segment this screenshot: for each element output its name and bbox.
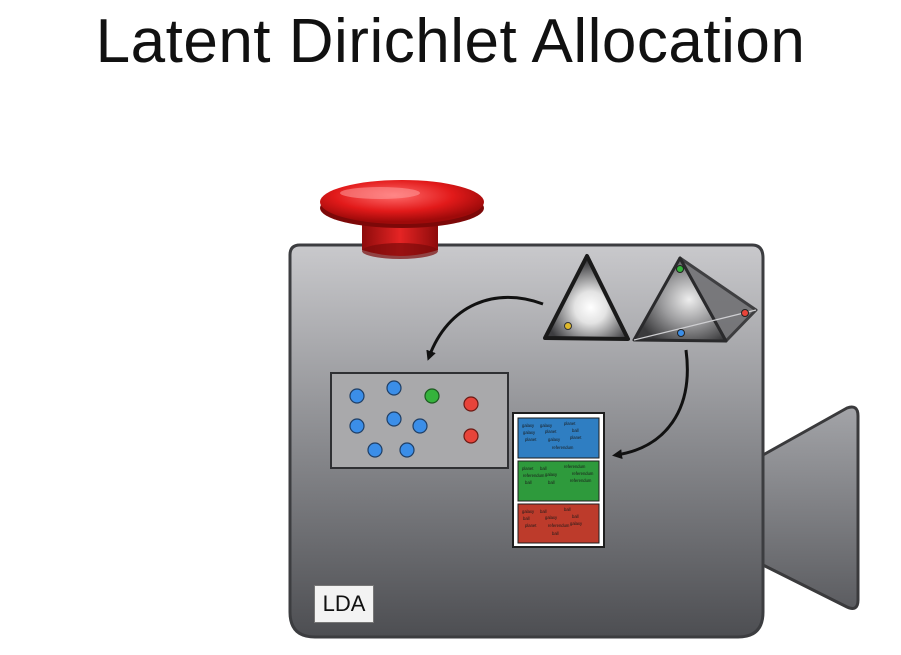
- topic-word: galaxy: [548, 437, 561, 442]
- topic-word: planet: [522, 466, 534, 471]
- word-dot-blue: [349, 418, 365, 434]
- word-dot-blue: [386, 411, 402, 427]
- slide-title: Latent Dirichlet Allocation: [95, 7, 806, 76]
- word-dot-blue: [349, 388, 365, 404]
- word-dot-green: [424, 388, 440, 404]
- lda-label-badge: LDA: [314, 585, 374, 623]
- blue-topic-box: [517, 417, 600, 459]
- topic-word: ball: [540, 466, 547, 471]
- topic-word: ball: [540, 509, 547, 514]
- topic-word: galaxy: [522, 423, 535, 428]
- topic-word: galaxy: [523, 430, 536, 435]
- topic-word: galaxy: [545, 472, 558, 477]
- topic-word: planet: [525, 437, 537, 442]
- word-dot-blue: [412, 418, 428, 434]
- topic-mixture-dot: [564, 322, 572, 330]
- arrow-icon: [612, 349, 689, 460]
- word-dot-blue: [386, 380, 402, 396]
- topic-word: ball: [572, 428, 579, 433]
- topic-vertex-dot-green: [676, 265, 684, 273]
- topic-word: planet: [525, 523, 537, 528]
- word-dot-blue: [367, 442, 383, 458]
- record-button-icon: [320, 180, 484, 259]
- topic-word: referendum: [552, 445, 574, 450]
- topic-word: ball: [525, 480, 532, 485]
- word-dot-red: [463, 396, 479, 412]
- topic-word: galaxy: [545, 515, 558, 520]
- topic-word: galaxy: [540, 423, 553, 428]
- topic-word: galaxy: [522, 509, 535, 514]
- arrow-icon: [426, 295, 544, 361]
- word-dot-red: [463, 428, 479, 444]
- topic-word: ball: [552, 531, 559, 536]
- camera-lens-wedge: [761, 405, 860, 610]
- topic-word: referendum: [570, 478, 592, 483]
- topic-word: referendum: [572, 471, 594, 476]
- topic-word: referendum: [564, 464, 586, 469]
- topic-vertex-dot-blue: [677, 329, 685, 337]
- topic-word: planet: [570, 435, 582, 440]
- topic-word: galaxy: [570, 521, 583, 526]
- topic-word: ball: [548, 480, 555, 485]
- red-topic-box: [517, 503, 600, 544]
- dirichlet-simplex-icon: [632, 256, 758, 343]
- dirichlet-triangle-icon: [543, 254, 630, 341]
- green-topic-box: [517, 460, 600, 502]
- topic-word: referendum: [548, 523, 570, 528]
- topic-vertex-dot-red: [741, 309, 749, 317]
- document-word-dots-box: [330, 372, 509, 469]
- topic-word: referendum: [523, 473, 545, 478]
- topic-word: ball: [564, 507, 571, 512]
- topic-word: planet: [564, 421, 576, 426]
- topic-word: planet: [545, 429, 557, 434]
- topic-word: ball: [572, 514, 579, 519]
- word-dot-blue: [399, 442, 415, 458]
- topic-word: ball: [523, 516, 530, 521]
